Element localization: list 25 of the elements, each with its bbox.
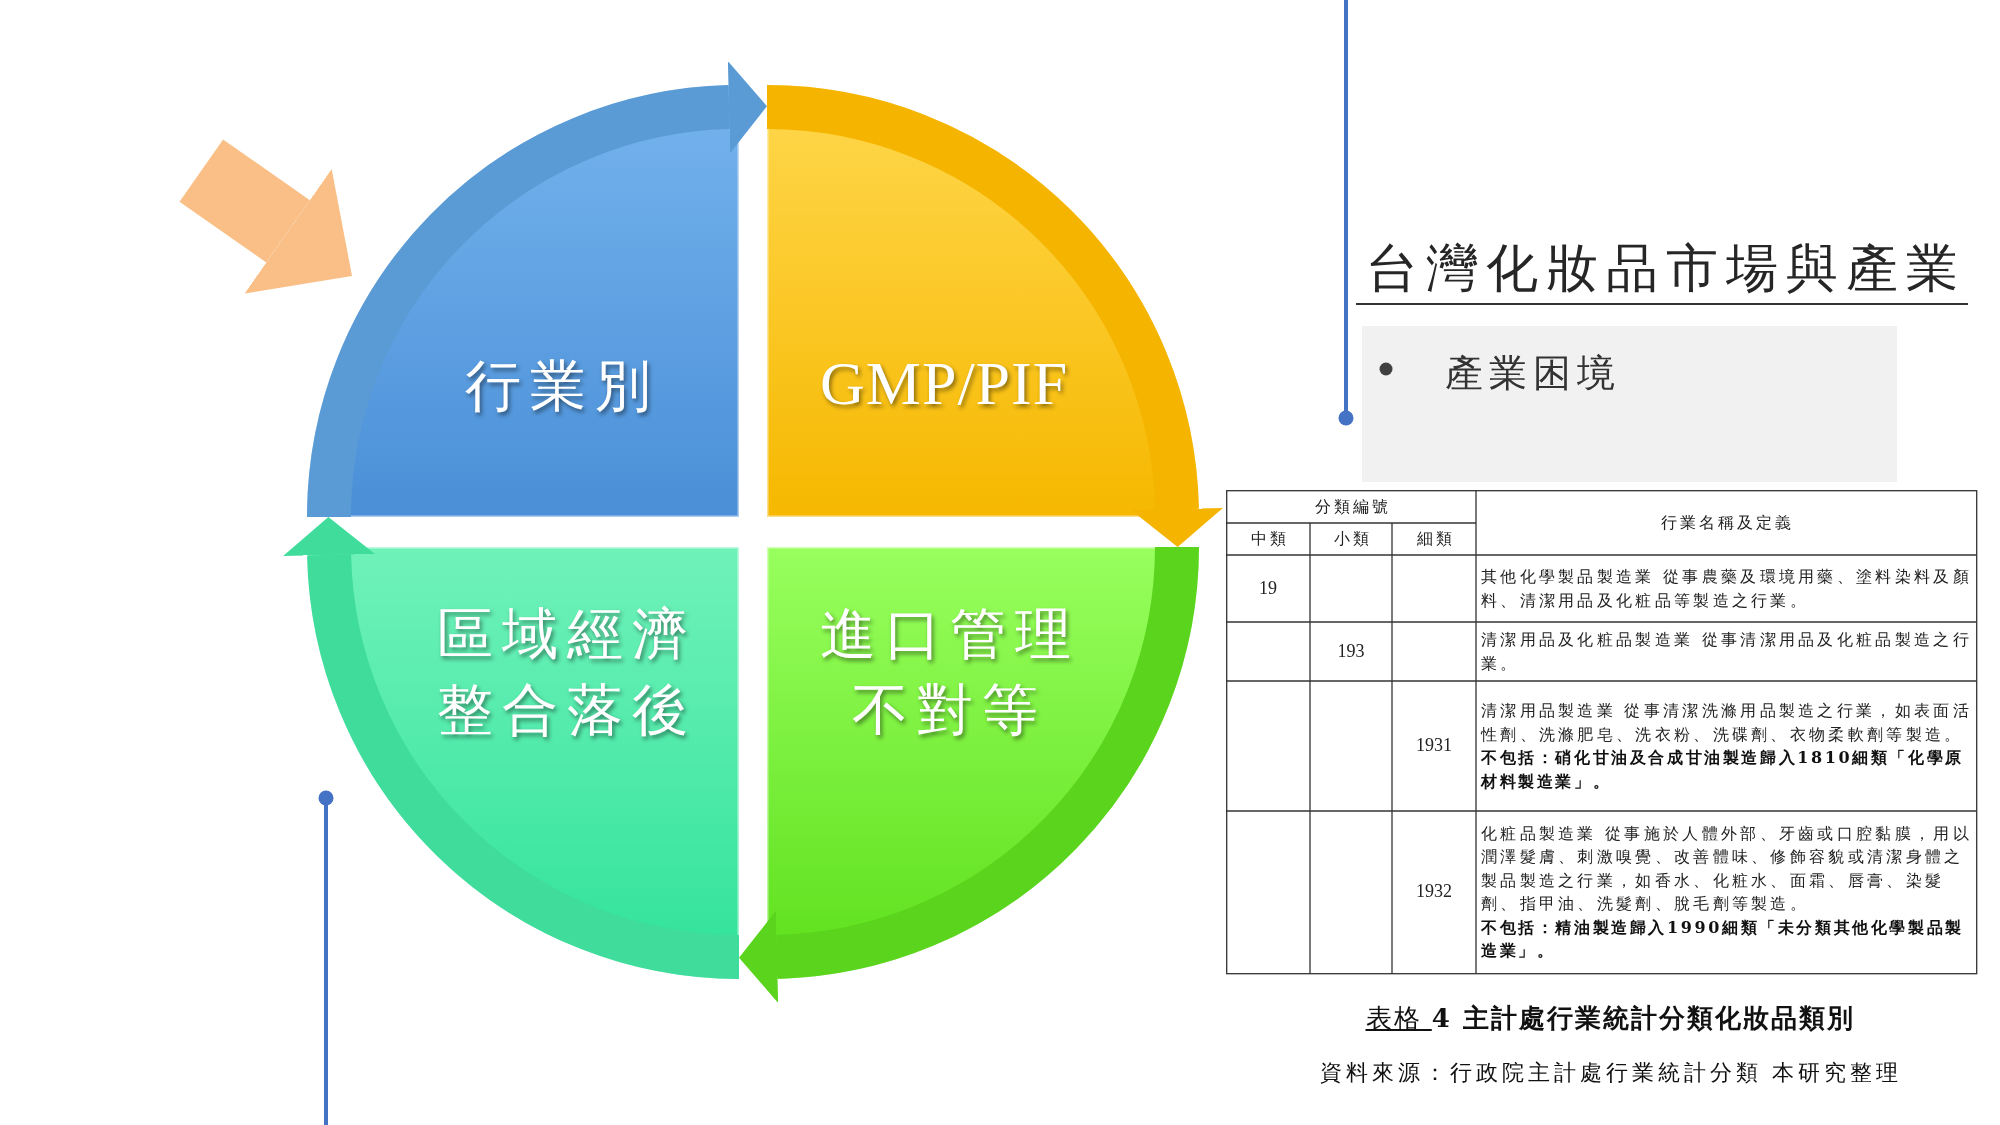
column-header: 中類: [1249, 529, 1289, 549]
source-note: 資料來源：行政院主計處行業統計分類 本研究整理: [1319, 1060, 1903, 1087]
text-panel: [1362, 326, 1897, 482]
quadrant-label: GMP/PIF: [820, 349, 1069, 418]
class-code: 1932: [1416, 881, 1452, 903]
column-header: 細類: [1415, 529, 1455, 549]
quadrant-label: 進口管理不對等: [818, 600, 1081, 744]
definition-text: 清潔用品及化粧品製造業 從事清潔用品及化粧品製造之行業。: [1481, 629, 1973, 675]
quadrant-label: 行業別: [464, 352, 660, 420]
definition-text: 清潔用品製造業 從事清潔洗滌用品製造之行業，如表面活性劑、洗滌肥皂、洗衣粉、洗碟劑、衣物柔軟劑等製造。: [1481, 700, 1973, 746]
table-caption: 表格 4 主計處行業統計分類化妝品類別: [1365, 1002, 1855, 1034]
exclusion-note: 不包括：硝化甘油及合成甘油製造歸入1810細類「化學原材料製造業」。: [1481, 747, 1965, 793]
column-header: 行業名稱及定義: [1660, 512, 1794, 533]
exclusion-note: 不包括：精油製造歸入1990細類「未分類其他化學製品製造業」。: [1481, 916, 1965, 962]
bullet-text: 產業困境: [1445, 351, 1621, 397]
column-header: 分類編號: [1313, 496, 1391, 517]
class-code: 193: [1337, 640, 1365, 663]
quadrant-label: 區域經濟整合落後: [435, 600, 698, 744]
column-header: 小類: [1332, 529, 1372, 549]
title: 台灣化妝品市場與產業: [1356, 239, 1968, 305]
block-arrow: [179, 139, 352, 294]
definition-text: 其他化學製品製造業 從事農藥及環境用藥、塗料染料及顏料、清潔用品及化粧品等製造之行業。: [1481, 566, 1973, 612]
class-code: 1931: [1416, 735, 1452, 757]
definition-text: 化粧品製造業 從事施於人體外部、牙齒或口腔黏膜，用以潤澤髮膚、刺激嗅覺、改善體味、修飾容貌或清潔身體之製品製造之行業，如香水、化粧水、面霜、唇膏、染髮劑、指甲油、洗髮劑、脫毛劑等製造。: [1481, 822, 1973, 915]
class-code: 19: [1259, 577, 1277, 600]
